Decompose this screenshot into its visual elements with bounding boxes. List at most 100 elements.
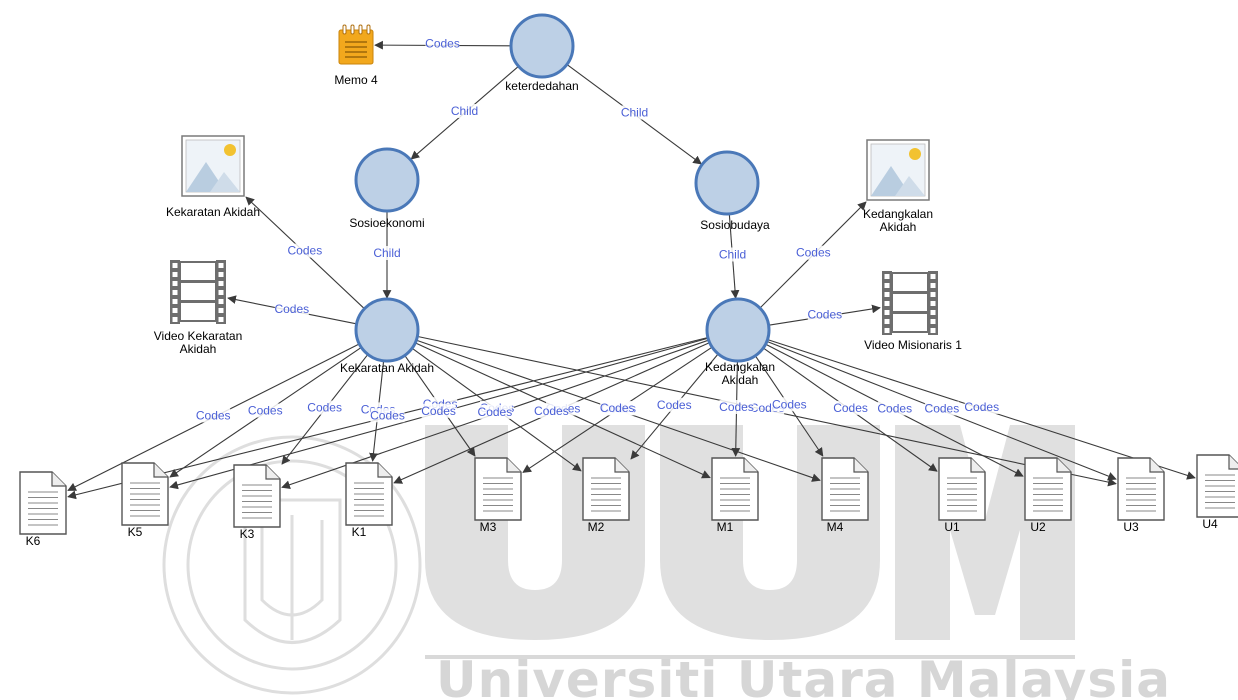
node-memo4[interactable]: Memo 4 — [334, 24, 378, 87]
document-icon — [233, 464, 281, 528]
edge-label-bg — [772, 397, 807, 412]
node-K5[interactable]: K5 — [121, 462, 169, 539]
document-icon — [474, 457, 522, 521]
edge-label-bg — [715, 247, 750, 262]
node-K3[interactable]: K3 — [233, 464, 281, 541]
document-icon — [938, 457, 986, 521]
node-M4[interactable]: M4 — [821, 457, 869, 534]
edge-label: Codes — [657, 398, 692, 412]
edge-label: Codes — [307, 401, 342, 415]
node-U4[interactable]: U4 — [1196, 454, 1238, 531]
edge-label-bg — [600, 401, 635, 416]
edge-label-bg — [617, 105, 652, 120]
edge-label-bg — [796, 245, 831, 260]
node-label: U3 — [1123, 520, 1139, 534]
edge-label-bg — [924, 401, 959, 416]
document-icon — [821, 457, 869, 521]
edge-label: Codes — [600, 401, 635, 415]
node-label: K1 — [352, 525, 367, 539]
edge-label-bg — [877, 401, 912, 416]
edge-label: Codes — [196, 408, 231, 422]
edge-label-bg — [833, 400, 868, 415]
node-K6[interactable]: K6 — [19, 471, 67, 548]
node-label: M3 — [480, 520, 497, 534]
node-label: M2 — [588, 520, 605, 534]
edge-label: Codes — [425, 36, 460, 50]
edge-label-bg — [196, 408, 231, 423]
edge-label-bg — [447, 104, 482, 118]
node-M1[interactable]: M1 — [711, 457, 759, 534]
node-vid_misionaris[interactable]: Video Misionaris 1 — [864, 271, 962, 352]
code-node-icon — [694, 150, 760, 216]
edge-label: Codes — [478, 405, 513, 419]
node-label: U4 — [1202, 517, 1218, 531]
edge-label: Codes — [877, 401, 912, 415]
document-icon — [582, 457, 630, 521]
node-K1[interactable]: K1 — [345, 462, 393, 539]
edge-label: Codes — [421, 404, 456, 418]
document-icon — [121, 462, 169, 526]
edge-label-bg — [964, 399, 999, 414]
document-icon — [19, 471, 67, 535]
edge-label: Codes — [964, 400, 999, 414]
picture-icon — [181, 135, 245, 197]
node-label: U2 — [1030, 520, 1046, 534]
node-label: Kekaratan Akidah — [166, 205, 260, 219]
edge-label: Child — [373, 246, 400, 260]
picture-icon — [866, 139, 930, 201]
edge-label-bg — [657, 397, 692, 412]
edge-label: Codes — [833, 401, 868, 415]
node-kekaratan[interactable]: Kekaratan Akidah — [340, 297, 434, 375]
node-label: M4 — [827, 520, 844, 534]
edge-label-bg — [719, 399, 754, 414]
edge-label: Codes — [772, 397, 807, 411]
edge-label: Codes — [534, 404, 569, 418]
code-node-icon — [354, 147, 420, 213]
node-keterdedahan[interactable]: keterdedahan — [505, 13, 579, 93]
node-M3[interactable]: M3 — [474, 457, 522, 534]
node-U1[interactable]: U1 — [938, 457, 986, 534]
node-U2[interactable]: U2 — [1024, 457, 1072, 534]
node-label: Sosioekonomi — [349, 216, 424, 230]
edge-label-bg — [307, 400, 342, 415]
node-M2[interactable]: M2 — [582, 457, 630, 534]
node-label: K6 — [26, 534, 41, 548]
edge-label: Codes — [288, 244, 323, 258]
edge-label: Codes — [370, 408, 405, 422]
node-label: Memo 4 — [334, 73, 378, 87]
node-img_kekaratan[interactable]: Kekaratan Akidah — [166, 135, 260, 219]
node-label: K5 — [128, 525, 143, 539]
edge-label: Child — [451, 104, 478, 118]
edge-label: Codes — [719, 400, 754, 414]
edge-label: Codes — [274, 302, 309, 316]
node-sosiobudaya[interactable]: Sosiobudaya — [694, 150, 770, 232]
edge-label-bg — [287, 243, 322, 258]
node-sosioekonomi[interactable]: Sosioekonomi — [349, 147, 425, 230]
memo-icon — [338, 24, 374, 65]
edge-label-bg — [274, 301, 309, 316]
node-label: K3 — [240, 527, 255, 541]
edge-label-bg — [421, 403, 456, 418]
edge-label-bg — [807, 307, 842, 322]
document-icon — [711, 457, 759, 521]
edge-label: Codes — [796, 246, 831, 260]
node-label: Sosiobudaya — [700, 218, 770, 232]
code-node-icon — [509, 13, 575, 79]
document-icon — [1117, 457, 1165, 521]
edge-label: Codes — [807, 307, 842, 321]
node-label: U1 — [944, 520, 960, 534]
document-icon — [1024, 457, 1072, 521]
edge-label-bg — [477, 404, 512, 419]
edge-label: Codes — [925, 401, 960, 415]
edge-label-bg — [370, 246, 404, 260]
node-U3[interactable]: U3 — [1117, 457, 1165, 534]
code-node-icon — [705, 297, 771, 363]
node-label: Kekaratan Akidah — [340, 361, 434, 375]
film-icon — [882, 271, 938, 335]
node-label: M1 — [717, 520, 734, 534]
